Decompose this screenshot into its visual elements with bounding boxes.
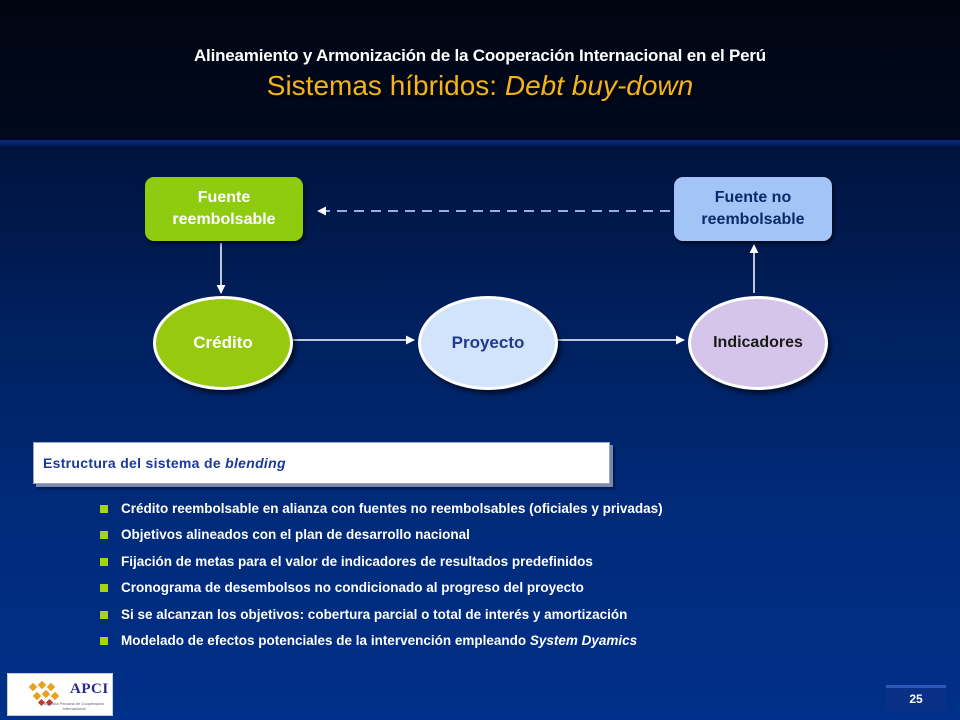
bullet-list: Crédito reembolsable en alianza con fuen… [99,496,939,654]
bullet-item: Modelado de efectos potenciales de la in… [99,628,939,654]
slide-title-italic: Debt buy-down [504,70,694,101]
bullet-square-icon [100,531,108,540]
bullet-text: Modelado de efectos potenciales de la in… [121,632,530,648]
ellipse-proyecto-label: Proyecto [451,333,525,352]
box-fuente-reembolsable-line2: reembolsable [172,211,276,228]
bullet-item: Cronograma de desembolsos no condicionad… [99,575,939,601]
bullet-italic: System Dyamics [529,632,638,648]
slide-title: Sistemas híbridos: Debt buy-down [0,70,960,102]
box-fuente-no-reembolsable-line2: reembolsable [701,211,805,228]
bullet-square-icon [100,557,108,566]
bullet-text: Cronograma de desembolsos no condicionad… [121,580,584,596]
slide-title-plain: Sistemas híbridos: [266,70,505,101]
apci-emblem-icon [28,680,60,707]
bullet-item: Crédito reembolsable en alianza con fuen… [99,496,939,522]
bullet-square-icon [100,505,108,513]
bullet-text: Si se alcanzan los objetivos: cobertura … [121,606,628,622]
bullet-item: Si se alcanzan los objetivos: cobertura … [99,602,939,628]
bullet-square-icon [100,610,108,619]
ellipse-indicadores: Indicadores [688,296,828,390]
structure-heading-plain: Estructura del sistema de [43,455,226,471]
apci-logo-text: APCI [70,681,109,697]
header-band [0,0,960,142]
ellipse-proyecto: Proyecto [418,296,558,390]
bullet-text: Fijación de metas para el valor de indic… [121,553,593,569]
bullet-square-icon [100,584,108,593]
slide-supertitle: Alineamiento y Armonización de la Cooper… [193,46,766,65]
box-fuente-reembolsable: Fuente reembolsable [145,177,303,241]
structure-heading-box: Estructura del sistema de blending [33,442,610,484]
bullet-text: Objetivos alineados con el plan de desar… [121,527,470,543]
structure-heading: Estructura del sistema de blending [43,455,286,471]
box-fuente-no-reembolsable-line1: Fuente no [714,189,792,206]
structure-heading-italic: blending [225,455,286,471]
bullet-text: Crédito reembolsable en alianza con fuen… [121,501,663,516]
header-divider [0,140,960,146]
box-fuente-reembolsable-line1: Fuente [197,189,251,206]
ellipse-credito: Crédito [153,296,293,390]
bullet-item: Fijación de metas para el valor de indic… [99,549,939,575]
ellipse-credito-label: Crédito [193,333,253,352]
bullet-item: Objetivos alineados con el plan de desar… [99,522,939,548]
ellipse-indicadores-label: Indicadores [713,334,803,351]
bullet-square-icon [100,636,108,645]
apci-logo-subtext: Agencia Peruana de Cooperación Internaci… [43,701,105,711]
apci-logo: APCI Agencia Peruana de Cooperación Inte… [7,673,113,716]
page-number: 25 [886,685,946,712]
box-fuente-no-reembolsable: Fuente no reembolsable [674,177,832,241]
